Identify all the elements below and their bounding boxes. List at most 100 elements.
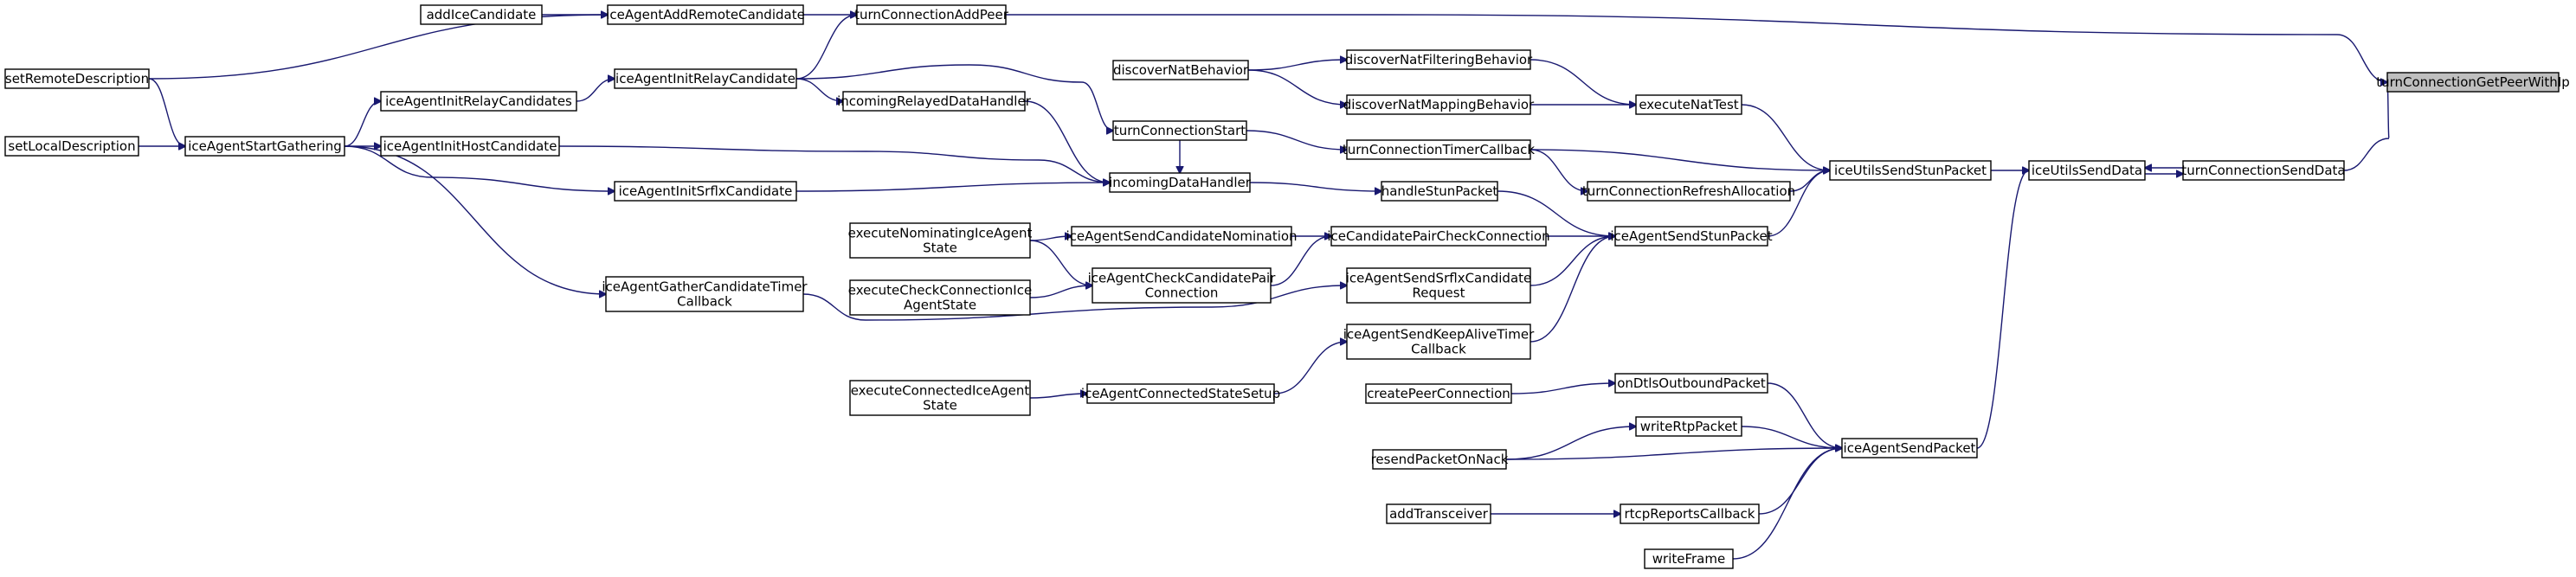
- node-layer: turnConnectionGetPeerWithIp turnConnectio…: [4, 4, 2570, 569]
- node-box[interactable]: [2182, 160, 2345, 181]
- node-box[interactable]: [1829, 160, 1992, 181]
- node-onDtlsOutboundPacket[interactable]: onDtlsOutboundPacket: [1614, 373, 1768, 394]
- node-writeRtpPacket[interactable]: writeRtpPacket: [1635, 416, 1742, 437]
- node-box[interactable]: [1635, 416, 1742, 437]
- node-box[interactable]: [607, 4, 804, 25]
- node-incomingRelayedDataHandler[interactable]: incomingRelayedDataHandler: [837, 91, 1032, 112]
- node-box[interactable]: [1620, 503, 1760, 524]
- node-iceAgentInitSrflxCandidate[interactable]: iceAgentInitSrflxCandidate: [614, 181, 797, 202]
- node-addIceCandidate[interactable]: addIceCandidate: [420, 4, 543, 25]
- node-box[interactable]: [1346, 139, 1531, 160]
- node-iceAgentInitRelayCandidates[interactable]: iceAgentInitRelayCandidates: [380, 91, 577, 112]
- node-box[interactable]: [1071, 226, 1292, 247]
- edge-createPeerConnection-to-onDtlsOutboundPacket: [1510, 383, 1615, 394]
- node-handleStunPacket[interactable]: handleStunPacket: [1381, 181, 1498, 202]
- node-box[interactable]: [1346, 94, 1531, 115]
- node-box[interactable]: [842, 91, 1026, 112]
- node-setLocalDescription[interactable]: setLocalDescription: [4, 136, 139, 157]
- edge-iceAgentStartGathering-to-iceAgentGatherCandidateTimerCallback: [344, 145, 606, 294]
- node-box[interactable]: [1644, 548, 1734, 569]
- node-label: iceAgentInitRelayCandidates: [385, 93, 572, 109]
- node-box[interactable]: [614, 181, 797, 202]
- node-iceAgentSendCandidateNomination[interactable]: iceAgentSendCandidateNomination: [1066, 226, 1298, 247]
- node-box[interactable]: [605, 276, 804, 312]
- node-writeFrame[interactable]: writeFrame: [1644, 548, 1734, 569]
- node-createPeerConnection[interactable]: createPeerConnection: [1365, 383, 1512, 404]
- node-box[interactable]: [1635, 94, 1742, 115]
- node-box[interactable]: [4, 136, 139, 157]
- node-box[interactable]: [1346, 267, 1531, 304]
- node-iceAgentSendStunPacket[interactable]: iceAgentSendStunPacket: [1610, 226, 1773, 247]
- node-box[interactable]: [1086, 383, 1275, 404]
- node-iceAgentInitHostCandidate[interactable]: iceAgentInitHostCandidate: [380, 136, 560, 157]
- node-iceAgentSendPacket[interactable]: iceAgentSendPacket: [1841, 438, 1978, 458]
- node-box[interactable]: [1614, 226, 1768, 247]
- node-iceAgentAddRemoteCandidate[interactable]: iceAgentAddRemoteCandidate: [606, 4, 805, 25]
- node-turnConnectionSendData[interactable]: turnConnectionSendData: [2181, 160, 2346, 181]
- node-box[interactable]: [1109, 172, 1251, 193]
- node-label: iceAgentInitHostCandidate: [383, 138, 557, 154]
- node-iceAgentConnectedStateSetup[interactable]: iceAgentConnectedStateSetup: [1081, 383, 1280, 404]
- node-box[interactable]: [1381, 181, 1498, 202]
- node-box[interactable]: [4, 68, 150, 89]
- node-box[interactable]: [1841, 438, 1978, 458]
- node-box[interactable]: [849, 380, 1031, 416]
- node-box[interactable]: [849, 222, 1031, 259]
- node-box[interactable]: [614, 68, 797, 89]
- edge-executeNominatingIceAgentState-to-iceAgentSendCandidateNomination: [1029, 236, 1072, 241]
- node-iceAgentStartGathering[interactable]: iceAgentStartGathering: [184, 136, 345, 157]
- node-box[interactable]: [420, 4, 543, 25]
- node-box[interactable]: [380, 91, 577, 112]
- node-resendPacketOnNack[interactable]: resendPacketOnNack: [1371, 449, 1509, 470]
- node-box[interactable]: [1587, 181, 1791, 202]
- node-iceAgentInitRelayCandidate[interactable]: iceAgentInitRelayCandidate: [614, 68, 797, 89]
- node-box[interactable]: [1372, 449, 1507, 470]
- node-iceCandidatePairCheckConnection[interactable]: iceCandidatePairCheckConnection: [1327, 226, 1550, 247]
- node-iceUtilsSendData[interactable]: iceUtilsSendData: [2028, 160, 2146, 181]
- node-label: turnConnectionStart: [1114, 123, 1246, 138]
- node-box[interactable]: [856, 4, 1007, 25]
- node-rtcpReportsCallback[interactable]: rtcpReportsCallback: [1620, 503, 1760, 524]
- node-turnConnectionAddPeer[interactable]: turnConnectionAddPeer: [854, 4, 1009, 25]
- node-label: turnConnectionSendData: [2181, 163, 2345, 178]
- node-box[interactable]: [849, 279, 1031, 316]
- node-turnConnectionRefreshAllocation[interactable]: turnConnectionRefreshAllocation: [1582, 181, 1795, 202]
- node-box[interactable]: [1365, 383, 1512, 404]
- node-turnConnectionGetPeerWithIp[interactable]: turnConnectionGetPeerWithIp: [2376, 72, 2570, 93]
- node-discoverNatFilteringBehavior[interactable]: discoverNatFilteringBehavior: [1345, 49, 1533, 70]
- node-incomingDataHandler[interactable]: incomingDataHandler: [1109, 172, 1252, 193]
- node-box[interactable]: [2028, 160, 2146, 181]
- node-label: iceAgentSendCandidateNomination: [1066, 228, 1297, 244]
- node-executeNatTest[interactable]: executeNatTest: [1635, 94, 1742, 115]
- node-box[interactable]: [1092, 267, 1272, 304]
- node-label: iceUtilsSendData: [2032, 163, 2142, 178]
- node-box[interactable]: [380, 136, 560, 157]
- node-box[interactable]: [1112, 120, 1247, 141]
- node-box[interactable]: [1346, 49, 1531, 70]
- edge-handleStunPacket-to-iceAgentSendStunPacket: [1497, 190, 1615, 236]
- node-turnConnectionTimerCallback[interactable]: turnConnectionTimerCallback: [1343, 139, 1536, 160]
- node-box[interactable]: [1346, 324, 1531, 360]
- node-label: onDtlsOutboundPacket: [1617, 375, 1766, 391]
- node-box[interactable]: [1330, 226, 1547, 247]
- node-box[interactable]: [2386, 72, 2560, 93]
- node-setRemoteDescription[interactable]: setRemoteDescription: [4, 68, 150, 89]
- edge-writeRtpPacket-to-iceAgentSendPacket: [1741, 426, 1842, 448]
- node-iceUtilsSendStunPacket[interactable]: iceUtilsSendStunPacket: [1829, 160, 1992, 181]
- node-addTransceiver[interactable]: addTransceiver: [1386, 503, 1491, 524]
- edge-turnConnectionTimerCallback-to-turnConnectionRefreshAllocation: [1530, 149, 1587, 191]
- node-box[interactable]: [1112, 60, 1249, 80]
- node-discoverNatBehavior[interactable]: discoverNatBehavior: [1112, 60, 1249, 80]
- node-turnConnectionStart[interactable]: turnConnectionStart: [1112, 120, 1247, 141]
- node-box[interactable]: [1614, 373, 1768, 394]
- node-discoverNatMappingBehavior[interactable]: discoverNatMappingBehavior: [1343, 94, 1535, 115]
- node-box[interactable]: [184, 136, 345, 157]
- node-box[interactable]: [1386, 503, 1491, 524]
